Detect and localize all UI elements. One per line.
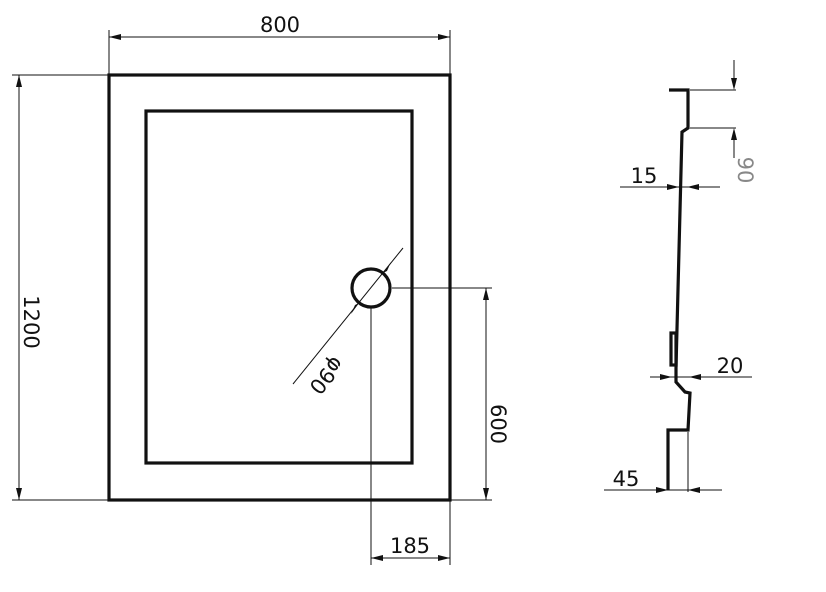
arrowhead (731, 128, 737, 140)
arrowhead (16, 75, 22, 87)
rim-height-dimension: 90 (690, 60, 757, 183)
arrowhead (438, 34, 450, 40)
depth-dimension: 45 (604, 432, 722, 493)
arrowhead (438, 555, 450, 561)
drain-offset-x-dimension: 185 (370, 308, 451, 565)
drain-offset-x-label: 185 (390, 534, 430, 558)
arrowhead (656, 487, 668, 493)
step-label: 20 (717, 354, 744, 378)
rim-height-label: 90 (733, 157, 757, 184)
arrowhead (16, 488, 22, 500)
arrowhead (731, 78, 737, 90)
step-dimension: 20 (650, 354, 752, 380)
drain-hole (350, 267, 392, 309)
arrowhead (688, 487, 700, 493)
arrowhead (371, 555, 383, 561)
drain-offset-y-label: 600 (486, 404, 510, 444)
drain-diameter-dimension: φ90 (292, 247, 404, 399)
arrowhead (483, 488, 489, 500)
arrowhead (483, 288, 489, 300)
arrowhead (689, 374, 701, 380)
length-dimension: 1200 (12, 74, 108, 501)
section-profile (666, 88, 692, 490)
depth-label: 45 (613, 467, 640, 491)
drain-diameter-label: φ90 (304, 352, 348, 399)
width-dimension: 800 (108, 13, 451, 74)
arrowhead (383, 262, 391, 273)
arrowhead (109, 34, 121, 40)
plan-view: 800 1200 φ90 600 (12, 13, 510, 565)
section-view: 90 15 20 45 (604, 60, 757, 493)
length-label: 1200 (19, 295, 43, 348)
wall-thickness-dimension: 15 (620, 164, 720, 190)
arrowhead (660, 374, 672, 380)
arrowhead (667, 184, 679, 190)
arrowhead (687, 184, 699, 190)
drain-notch (669, 331, 678, 367)
width-label: 800 (260, 13, 300, 37)
arrowhead (351, 303, 359, 314)
drain-offset-y-dimension: 600 (392, 287, 510, 501)
tray-inner-outline (144, 109, 414, 465)
wall-thickness-label: 15 (631, 164, 658, 188)
